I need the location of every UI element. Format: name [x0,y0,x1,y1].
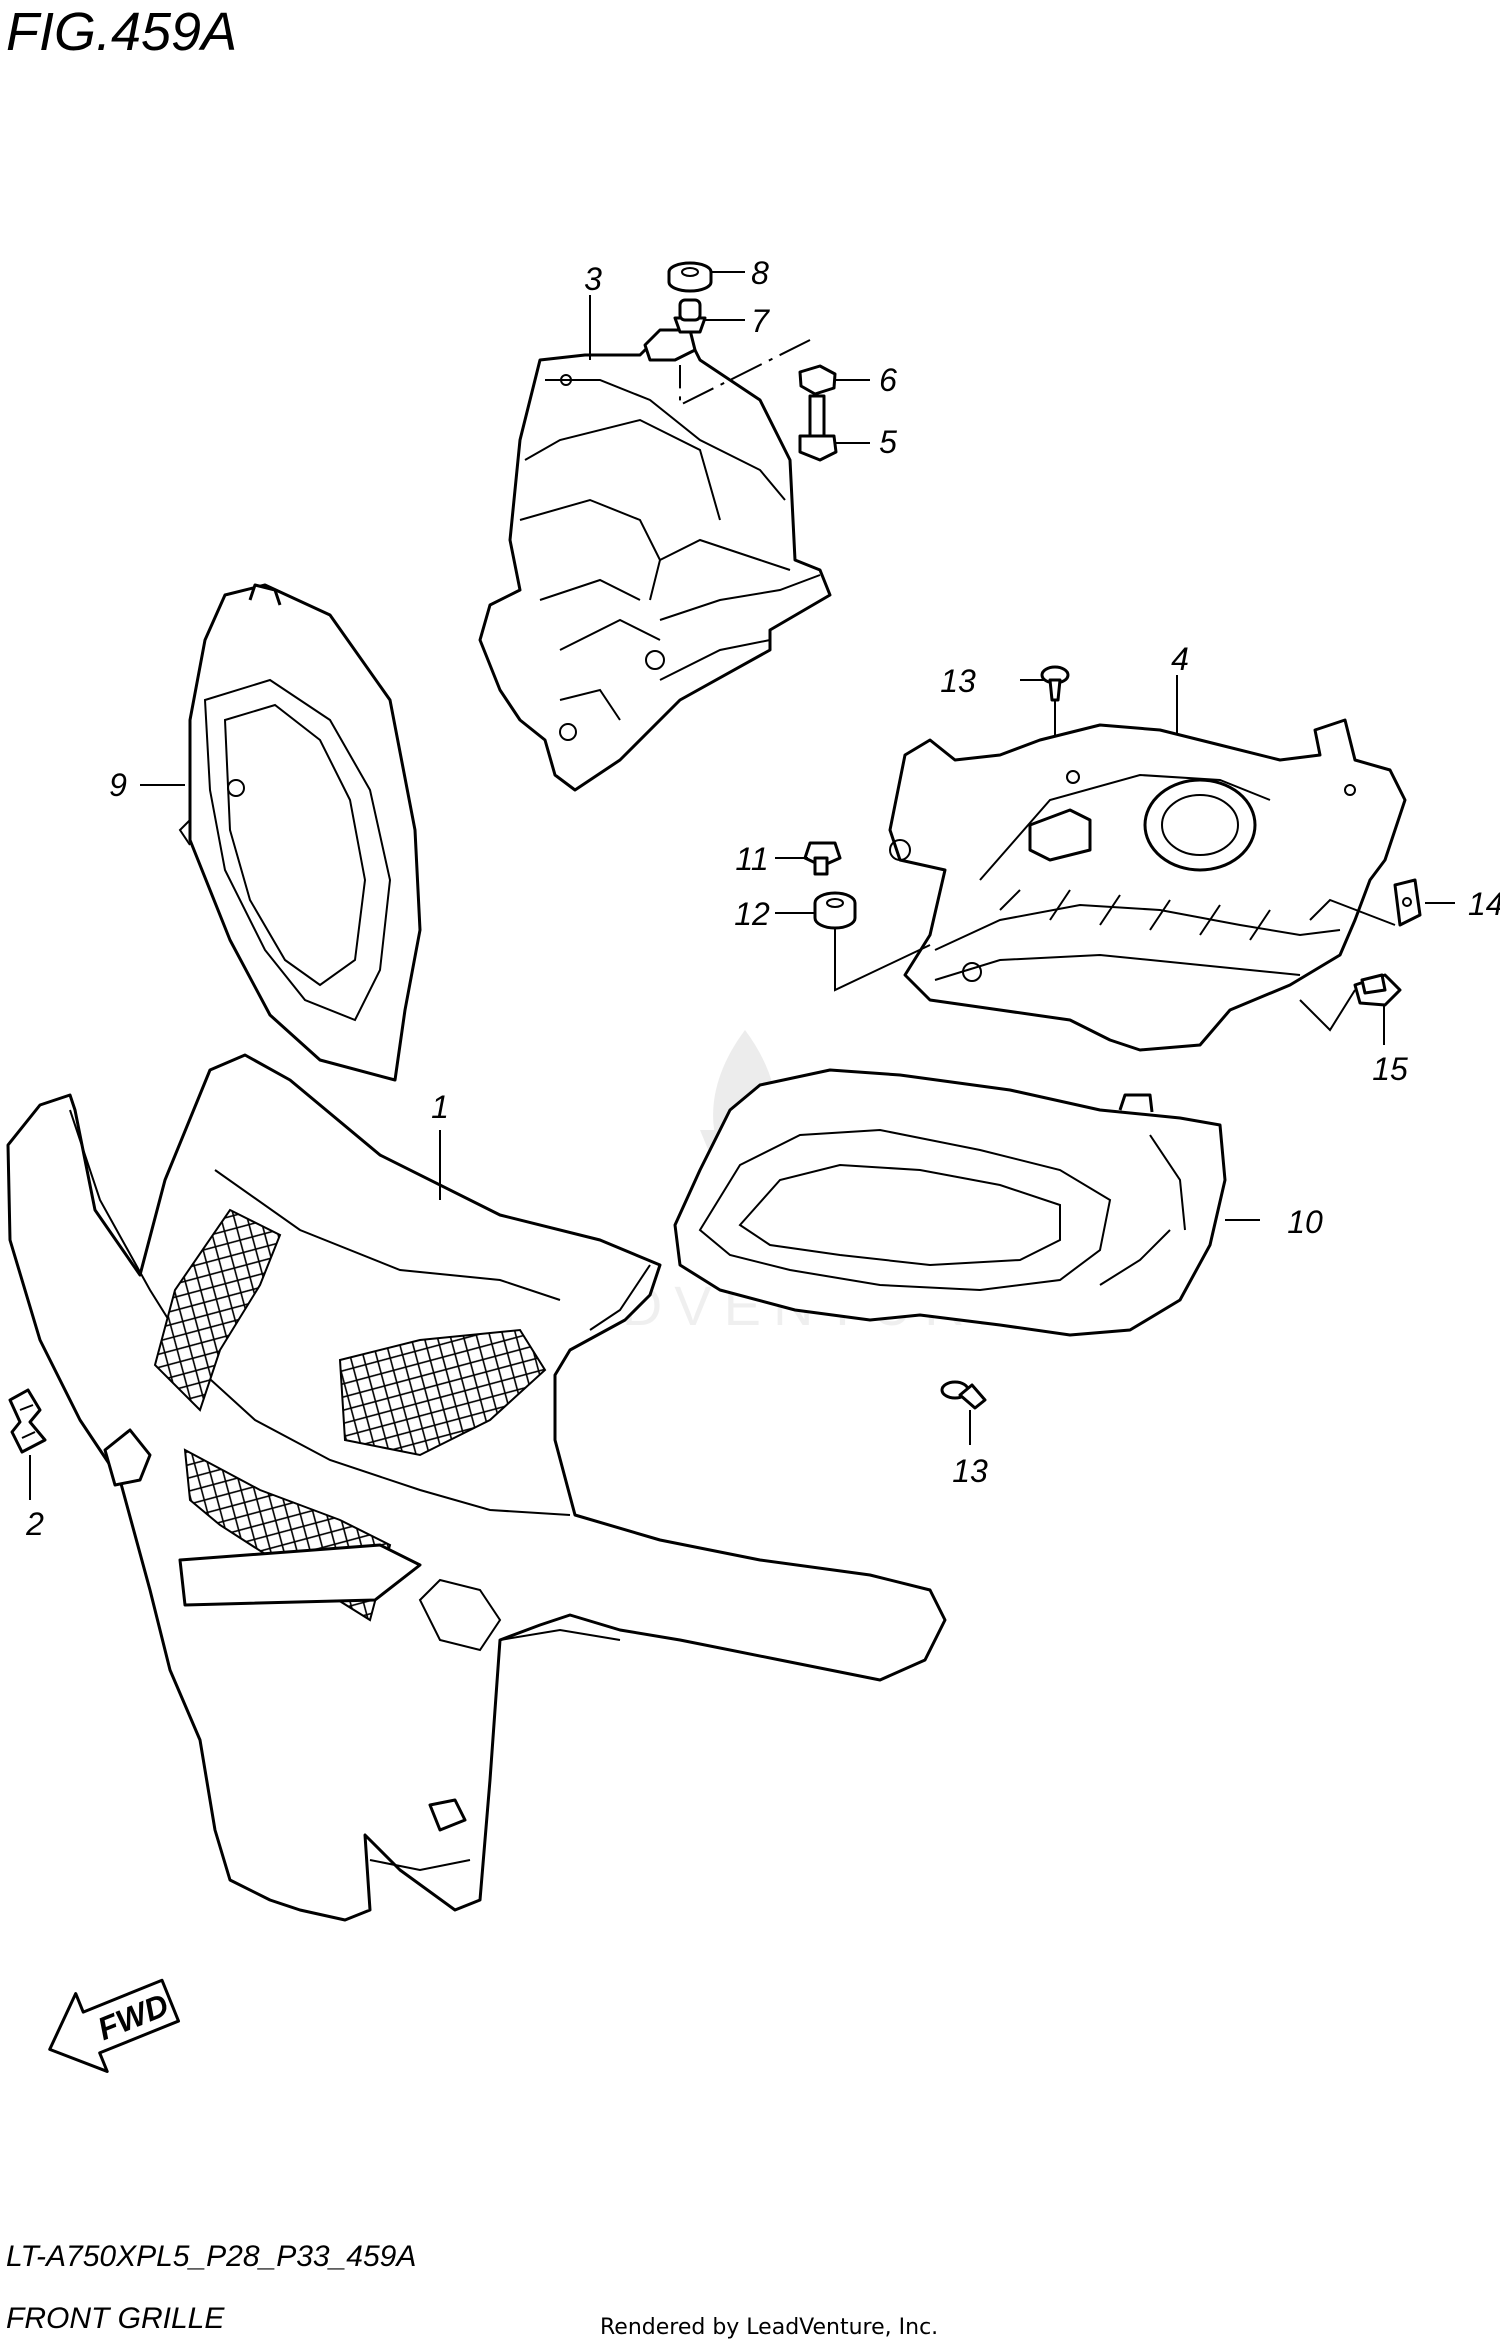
figure-caption: FRONT GRILLE [6,2302,225,2335]
emblem [8,1388,47,1454]
callout-14: 14 [1468,886,1500,922]
callout-2: 2 [25,1506,44,1542]
callout-8: 8 [751,255,769,291]
rendered-by-credit: Rendered by LeadVenture, Inc. [600,2315,938,2340]
callout-4: 4 [1171,641,1189,677]
model-code: LT-A750XPL5_P28_P33_459A [6,2240,416,2273]
callout-6: 6 [879,362,897,398]
nut-6 [798,364,837,396]
callout-13-top: 13 [940,663,976,699]
headlight-bracket-lower [888,718,1407,1052]
grommet-12 [813,891,857,930]
fastener-15 [1353,973,1402,1007]
front-grille [6,1053,947,1922]
callout-15: 15 [1372,1051,1408,1087]
tapping-screw-13-bottom [940,1380,987,1410]
tapping-screw-13-top [1040,665,1070,702]
callout-10: 10 [1287,1204,1323,1240]
callout-labels: 1 2 3 4 5 6 7 8 9 10 11 12 13 13 14 15 [25,255,1500,1542]
callout-12: 12 [734,896,770,932]
callout-3: 3 [584,261,602,297]
callout-7: 7 [751,303,770,339]
clip-nut-14 [1393,878,1422,927]
headlight-cover-right [673,1068,1227,1337]
bolt-5 [798,394,838,462]
headlight-bracket-upper [478,328,832,792]
callout-1: 1 [431,1089,449,1125]
callout-13-bottom: 13 [952,1453,988,1489]
figure-title: FIG.459A [6,2,237,62]
collar-7 [673,298,707,334]
fwd-arrow-icon: FWD [48,1978,181,2073]
headlight-cover-left [178,583,422,1082]
screw-11 [803,841,842,876]
leader-lines [29,271,1455,1500]
cushion-8 [667,261,713,293]
callout-5: 5 [879,424,897,460]
callout-9: 9 [109,767,127,803]
callout-11: 11 [735,841,768,877]
